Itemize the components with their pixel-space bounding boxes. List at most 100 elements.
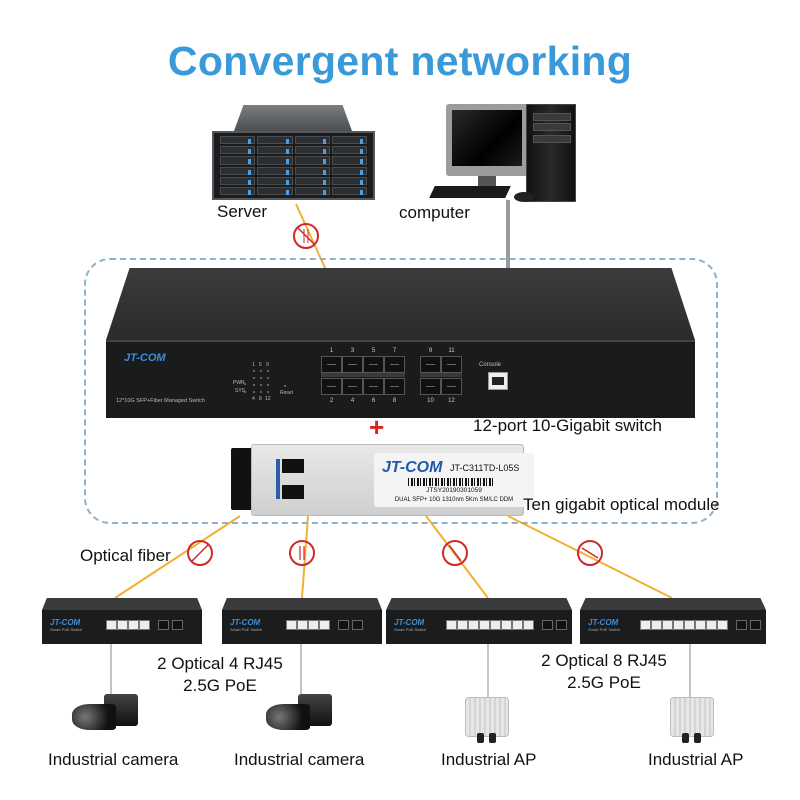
reset-label: Reset [280,390,294,396]
sfp-port [420,356,441,373]
led-label-sys: SYS [235,388,246,394]
port-led [260,370,262,372]
switch-subtitle: Smart PoE Switch [588,627,621,632]
switch-subtitle: Smart PoE Switch [394,627,427,632]
drive-bay [257,156,293,165]
plus-sign: + [369,412,385,442]
drive-bay [257,186,293,195]
drive-bay [220,166,256,175]
rj45-port [297,620,308,630]
switch-brand: JT-COM [394,618,425,627]
fiber-line-1 [114,515,241,599]
port-number: 8 [392,398,397,404]
port-number: 2 [329,398,334,404]
rj45-port [446,620,457,630]
computer-label: computer [399,203,470,222]
drive-bay [220,186,256,195]
core-switch-image: JT-COM 12*10G SFP+Fiber Managed Switch P… [106,268,695,418]
port-number: 6 [371,398,376,404]
drive-bay [331,176,367,185]
port-divider [420,373,462,377]
fiber-line-2 [301,515,309,599]
drive-bay [220,146,256,155]
sfp-port [420,378,441,395]
rj45-port [457,620,468,630]
rj45-port [468,620,479,630]
port-led [253,391,255,393]
group-label-line: 2 Optical 4 RJ45 [157,654,283,673]
drive-bay [331,146,367,155]
port-number: 11 [448,348,455,354]
port-led [253,377,255,379]
access-switch-3: JT-COM Smart PoE Switch [386,598,572,644]
end-device-label-4: Industrial AP [648,750,744,769]
rj45-port [319,620,330,630]
sfp-port [172,620,183,630]
rj45-port [706,620,717,630]
drive-bay [294,166,330,175]
port-led [267,370,269,372]
optical-module-image: JT-COM JT-C311TD-L05S JTSY20190301059 DU… [231,444,534,516]
bidirectional-no-sign-icon [289,540,315,566]
sfp-port [158,620,169,630]
end-device-label-2: Industrial camera [234,750,365,769]
keyboard-image [429,186,511,198]
led-number: 9 [266,362,269,368]
monitor-stand [478,176,496,186]
switch-brand: JT-COM [50,618,81,627]
switch-group-label-1: 2 Optical 4 RJ45 2.5G PoE [130,653,310,697]
access-switch-2: JT-COM Smart PoE Switch [222,598,382,644]
core-group-frame [84,258,718,524]
module-serial: JTSY20190301059 [426,487,482,494]
group-label-line: 2.5G PoE [183,676,257,695]
computer-tower-image [526,104,576,202]
drive-bay [257,176,293,185]
access-point-icon [670,697,714,743]
rj45-port [308,620,319,630]
port-divider [321,373,405,377]
port-number: 7 [392,348,397,354]
end-device-label-1: Industrial camera [48,750,179,769]
rj45-port [128,620,139,630]
bidirectional-no-sign-icon [442,540,468,566]
sfp-port [736,620,747,630]
rj45-port [673,620,684,630]
bidirectional-no-sign-icon [577,540,603,566]
module-model: JT-C311TD-L05S [450,463,520,473]
page-title: Convergent networking [167,38,633,84]
rj45-port [684,620,695,630]
rj45-port [106,620,117,630]
port-number: 10 [427,398,434,404]
mouse-image [514,192,534,202]
access-switch-4: JT-COM Smart PoE Switch [580,598,766,644]
drive-bay [331,166,367,175]
port-led [267,384,269,386]
drive-bay [257,136,293,145]
port-led [260,391,262,393]
sfp-port [384,356,405,373]
switch-brand: JT-COM [230,618,261,627]
sfp-port [338,620,349,630]
barcode [408,478,494,486]
drive-bay [257,146,293,155]
port-led [260,384,262,386]
drive-bay [294,136,330,145]
port-number: 1 [329,348,334,354]
access-point-icon [465,697,509,743]
switch-group-label-2: 2 Optical 8 RJ45 2.5G PoE [514,650,694,694]
sfp-port [342,378,363,395]
led-label-pwr: PWR [233,380,245,386]
led-number: 5 [259,362,262,368]
bidirectional-no-sign-icon [187,540,213,566]
rj45-port [286,620,297,630]
led-number: 8 [259,396,262,402]
drive-bay [331,186,367,195]
port-led [253,384,255,386]
sfp-port [342,356,363,373]
camera-icon [266,694,332,736]
port-number: 5 [371,348,376,354]
camera-icon [72,694,138,736]
sfp-port [384,378,405,395]
optical-fiber-label: Optical fiber [80,546,171,565]
